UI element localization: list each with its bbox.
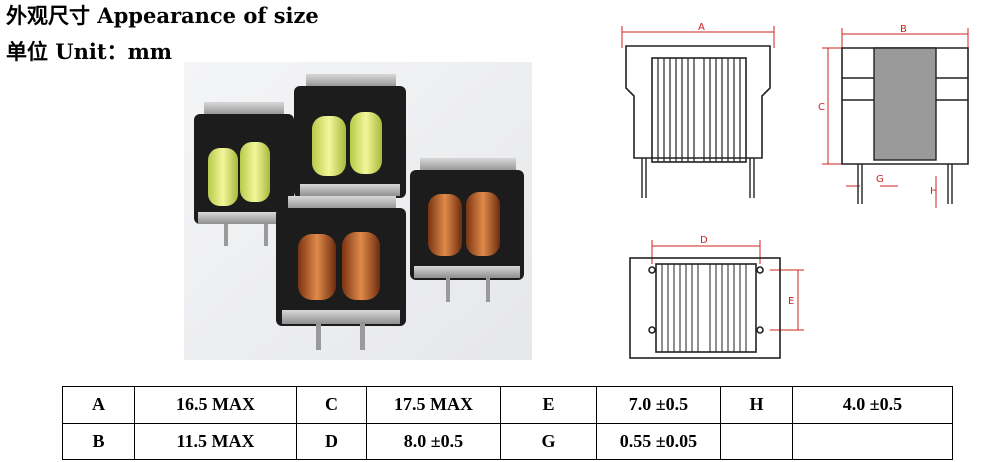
dim-value-g: 0.55 ±0.05 (596, 422, 721, 460)
choke-yellow-center (294, 74, 406, 198)
bottom-view-drawing: D E (629, 235, 804, 359)
dim-value-a: 16.5 MAX (134, 386, 297, 424)
dimension-table: A 16.5 MAX C 17.5 MAX E 7.0 ±0.5 H 4.0 ±… (62, 386, 953, 460)
dim-value-e: 7.0 ±0.5 (596, 386, 721, 424)
dim-value-c: 17.5 MAX (366, 386, 501, 424)
dim-value-b: 11.5 MAX (134, 422, 297, 460)
dim-key-d: D (296, 422, 367, 460)
dim-label-c: C (818, 102, 825, 113)
dim-label-a: A (698, 22, 705, 33)
table-row: A 16.5 MAX C 17.5 MAX E 7.0 ±0.5 H 4.0 ±… (62, 386, 953, 424)
dim-key-h: H (720, 386, 793, 424)
dim-label-b: B (900, 24, 907, 35)
table-row: B 11.5 MAX D 8.0 ±0.5 G 0.55 ±0.05 (62, 422, 953, 460)
dim-label-h: H (930, 186, 938, 197)
front-view-drawing: A (621, 22, 775, 198)
choke-copper-right (410, 158, 524, 302)
dim-value-d: 8.0 ±0.5 (366, 422, 501, 460)
heading-appearance: 外观尺寸 Appearance of size (6, 3, 319, 28)
dim-key-b: B (62, 422, 135, 460)
empty-cell (720, 422, 793, 460)
empty-cell (792, 422, 953, 460)
side-view-drawing: B C G H (818, 24, 969, 208)
dim-key-g: G (500, 422, 597, 460)
dim-key-c: C (296, 386, 367, 424)
product-photo (184, 62, 532, 360)
choke-yellow-left (194, 102, 294, 246)
dim-label-d: D (700, 235, 708, 246)
dim-key-e: E (500, 386, 597, 424)
dim-label-e: E (788, 296, 794, 307)
dim-key-a: A (62, 386, 135, 424)
dim-value-h: 4.0 ±0.5 (792, 386, 953, 424)
choke-copper-front (276, 196, 406, 350)
heading-unit: 单位 Unit：mm (6, 39, 173, 64)
dim-label-g: G (876, 174, 884, 185)
